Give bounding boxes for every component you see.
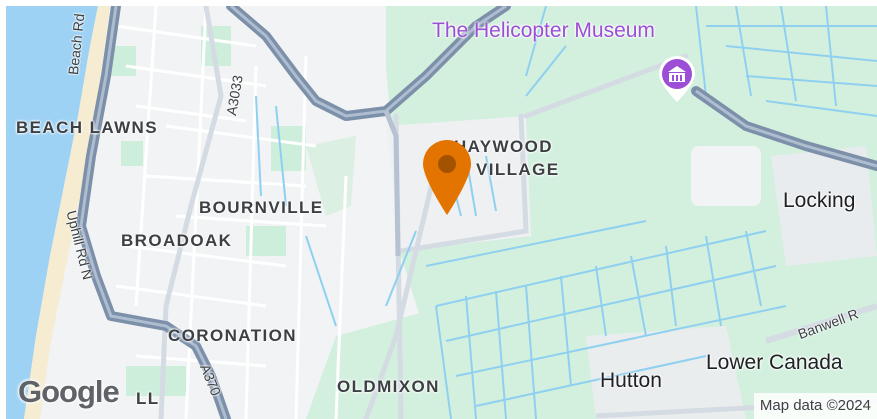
- map-canvas[interactable]: The Helicopter Museum BEACH LAWNS HAYWOO…: [6, 6, 877, 419]
- district-label-cut: LL: [136, 389, 160, 408]
- district-label-coronation: CORONATION: [168, 326, 297, 345]
- countryside-green: [386, 6, 877, 419]
- map-attribution[interactable]: Map data ©2024: [753, 393, 877, 419]
- sea: [6, 6, 98, 419]
- district-label-broadoak: BROADOAK: [121, 231, 233, 250]
- major-roads-inner: [79, 6, 877, 419]
- park: [306, 136, 356, 216]
- beach: [24, 6, 110, 419]
- location-pin-icon[interactable]: [421, 139, 473, 217]
- poi-label[interactable]: The Helicopter Museum: [432, 19, 655, 42]
- park: [121, 141, 143, 166]
- town-label-lower-canada: Lower Canada: [706, 351, 843, 374]
- town-label-hutton: Hutton: [600, 369, 662, 392]
- park: [271, 126, 306, 171]
- town-label-locking: Locking: [783, 189, 856, 212]
- district-label-haywood: HAYWOOD: [454, 137, 553, 156]
- museum-icon[interactable]: [657, 56, 697, 104]
- google-logo[interactable]: Google: [18, 374, 120, 409]
- park: [126, 366, 186, 396]
- hutton-built-area: [586, 326, 746, 419]
- district-label-oldmixon: OLDMIXON: [337, 377, 440, 396]
- map-base-layer: [6, 6, 877, 419]
- district-label-beach-lawns: BEACH LAWNS: [16, 118, 158, 137]
- link-road: [383, 110, 401, 257]
- banwell-road: [765, 303, 877, 344]
- district-label-village: VILLAGE: [476, 160, 560, 179]
- locking-built-area: [771, 146, 877, 266]
- district-label-bournville: BOURNVILLE: [199, 198, 324, 217]
- light-field: [691, 146, 761, 206]
